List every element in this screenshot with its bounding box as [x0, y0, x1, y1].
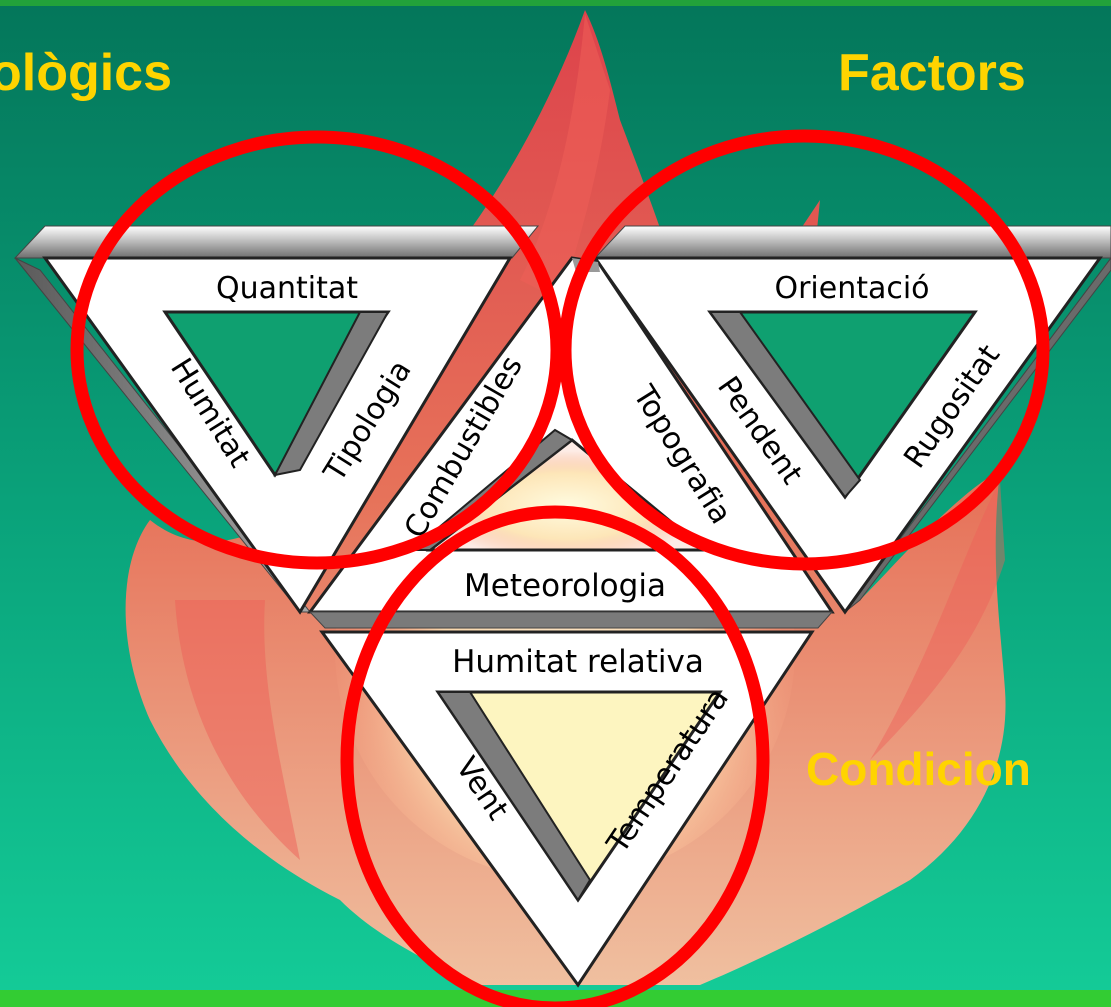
label-orientacio: Orientació — [774, 271, 929, 306]
header-left: ològics — [0, 44, 173, 102]
circle-topografia — [558, 129, 1050, 571]
label-humitat-relativa: Humitat relativa — [452, 644, 704, 680]
circle-meteorologia — [340, 505, 770, 1007]
header-condicions: Condicion — [806, 743, 1031, 795]
circle-combustibles — [70, 130, 564, 570]
triangle-combustibles: Quantitat Humitat Tipologia — [13, 225, 540, 615]
top-border — [0, 0, 1111, 6]
header-right: Factors — [838, 44, 1026, 102]
label-meteorologia: Meteorologia — [464, 568, 666, 604]
label-quantitat: Quantitat — [216, 271, 358, 306]
bottom-bar — [0, 990, 1111, 1007]
